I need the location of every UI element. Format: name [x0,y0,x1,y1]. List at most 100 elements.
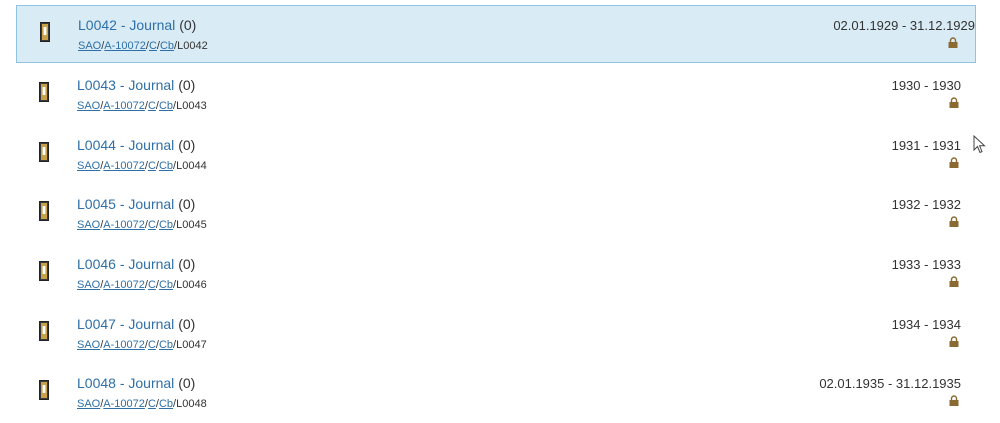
path-separator: / [155,279,159,291]
path-segment-link[interactable]: A-10072 [103,339,145,351]
path-segment-link[interactable]: Cb [158,339,174,351]
path-separator: / [100,100,104,112]
path-segment-link[interactable]: Cb [159,40,175,52]
item-count: (0) [178,196,196,212]
list-item[interactable]: L0044 - Journal (0) SAO/A-10072/C/Cb/L00… [16,126,976,184]
path-segment-link[interactable]: Cb [158,160,174,172]
item-path: SAO/A-10072/C/Cb/L0048 [77,397,207,411]
path-separator: / [100,279,104,291]
item-date: 02.01.1935 - 31.12.1935 [819,376,961,391]
path-segment-link[interactable]: C [147,339,156,351]
lock-icon [949,157,959,168]
item-count: (0) [178,375,196,391]
item-path: SAO/A-10072/C/Cb/L0047 [77,338,207,352]
path-segment-link[interactable]: SAO [77,100,101,112]
item-date: 1933 - 1933 [891,257,961,272]
path-separator: / [173,219,177,231]
item-title-link[interactable]: L0047 - Journal [77,316,175,332]
archive-box-icon [39,82,49,102]
lock-icon [949,336,959,347]
archive-box-icon [39,201,49,221]
path-separator: / [155,219,159,231]
path-current-segment: L0047 [176,339,207,351]
path-segment-link[interactable]: Cb [158,279,174,291]
path-separator: / [100,339,104,351]
path-segment-link[interactable]: A-10072 [103,100,145,112]
item-path: SAO/A-10072/C/Cb/L0042 [78,39,208,53]
item-title-link[interactable]: L0044 - Journal [77,137,175,153]
item-count: (0) [178,77,196,93]
path-separator: / [173,100,177,112]
item-path: SAO/A-10072/C/Cb/L0046 [77,278,207,292]
list-item[interactable]: L0048 - Journal (0) SAO/A-10072/C/Cb/L00… [16,364,976,422]
path-separator: / [144,279,148,291]
path-separator: / [100,219,104,231]
path-separator: / [155,398,159,410]
path-segment-link[interactable]: A-10072 [103,279,145,291]
path-separator: / [173,398,177,410]
archive-box-icon [39,321,49,341]
item-date: 02.01.1929 - 31.12.1929 [833,18,975,33]
path-segment-link[interactable]: Cb [158,100,174,112]
lock-icon [948,37,958,48]
path-segment-link[interactable]: A-10072 [103,398,145,410]
path-current-segment: L0045 [176,219,207,231]
path-segment-link[interactable]: A-10072 [103,219,145,231]
path-segment-link[interactable]: C [148,40,157,52]
path-segment-link[interactable]: Cb [158,398,174,410]
path-separator: / [144,160,148,172]
list-item[interactable]: L0046 - Journal (0) SAO/A-10072/C/Cb/L00… [16,245,976,303]
item-title-link[interactable]: L0045 - Journal [77,196,175,212]
path-segment-link[interactable]: C [147,100,156,112]
archive-box-icon [39,142,49,162]
path-segment-link[interactable]: SAO [77,279,101,291]
list-item[interactable]: L0047 - Journal (0) SAO/A-10072/C/Cb/L00… [16,305,976,363]
item-title-link[interactable]: L0043 - Journal [77,77,175,93]
path-separator: / [156,40,160,52]
item-count: (0) [179,17,197,33]
archive-box-icon [39,380,49,400]
item-title-link[interactable]: L0046 - Journal [77,256,175,272]
archive-box-icon [39,261,49,281]
archive-box-icon [40,22,50,42]
path-separator: / [155,339,159,351]
path-separator: / [173,339,177,351]
path-segment-link[interactable]: SAO [77,219,101,231]
item-path: SAO/A-10072/C/Cb/L0044 [77,159,207,173]
path-separator: / [145,40,149,52]
lock-icon [949,276,959,287]
path-segment-link[interactable]: SAO [77,160,101,172]
path-segment-link[interactable]: SAO [77,339,101,351]
lock-icon [949,395,959,406]
path-separator: / [100,398,104,410]
item-date: 1931 - 1931 [891,138,961,153]
path-separator: / [174,40,178,52]
list-item[interactable]: L0045 - Journal (0) SAO/A-10072/C/Cb/L00… [16,185,976,243]
path-segment-link[interactable]: C [147,398,156,410]
item-date: 1934 - 1934 [891,317,961,332]
path-separator: / [155,160,159,172]
path-segment-link[interactable]: A-10072 [104,40,146,52]
path-current-segment: L0048 [176,398,207,410]
path-separator: / [173,279,177,291]
path-segment-link[interactable]: Cb [158,219,174,231]
path-current-segment: L0043 [176,100,207,112]
path-segment-link[interactable]: SAO [77,398,101,410]
item-count: (0) [178,316,196,332]
path-separator: / [144,339,148,351]
path-separator: / [144,219,148,231]
path-segment-link[interactable]: C [147,219,156,231]
path-segment-link[interactable]: SAO [78,40,102,52]
path-separator: / [101,40,105,52]
path-separator: / [173,160,177,172]
path-segment-link[interactable]: C [147,160,156,172]
item-title-link[interactable]: L0048 - Journal [77,375,175,391]
list-item[interactable]: L0043 - Journal (0) SAO/A-10072/C/Cb/L00… [16,66,976,124]
list-item[interactable]: L0042 - Journal (0) SAO/A-10072/C/Cb/L00… [16,5,976,63]
item-title-link[interactable]: L0042 - Journal [78,17,176,33]
lock-icon [949,216,959,227]
path-segment-link[interactable]: C [147,279,156,291]
item-path: SAO/A-10072/C/Cb/L0045 [77,218,207,232]
path-segment-link[interactable]: A-10072 [103,160,145,172]
